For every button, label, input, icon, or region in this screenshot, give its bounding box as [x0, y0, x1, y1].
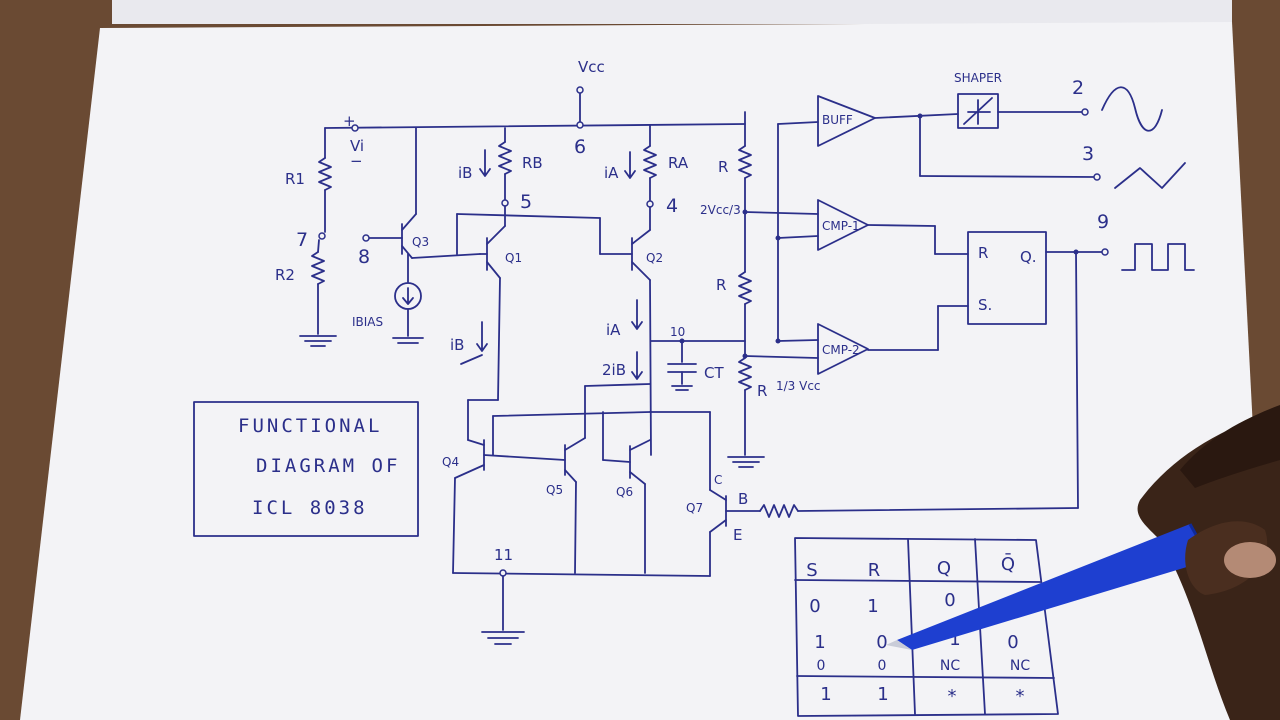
ib-mid-label: iB [450, 336, 464, 354]
collector-label: C [714, 473, 722, 487]
tt-r4-s: 1 [820, 684, 831, 705]
current-mirror [452, 383, 711, 645]
tt-r1-r: 1 [867, 596, 878, 617]
vi-label: Vi [350, 137, 364, 155]
pin-8-label: 8 [358, 246, 370, 268]
ra-label: RA [668, 154, 689, 172]
r-bot-label: R [757, 382, 767, 400]
square-wave-icon [1121, 243, 1195, 271]
cmp2-label: CMP-2 [822, 343, 860, 357]
ia-top-arrow [624, 151, 636, 179]
tt-r3-s: 0 [817, 658, 826, 674]
title-box [193, 401, 419, 537]
tt-header-qbar: Q̄ [1001, 553, 1015, 575]
q7-label: Q7 [686, 501, 703, 515]
vcc-rail [324, 86, 746, 132]
tt-r2-qbar: 0 [1007, 632, 1018, 653]
truth-table [794, 537, 1059, 717]
ra-q2-branch [599, 124, 657, 456]
tt-r4-q: * [948, 686, 957, 707]
tt-header-q: Q [937, 558, 951, 579]
pin-4-label: 4 [666, 195, 678, 217]
tt-r4-r: 1 [877, 684, 888, 705]
ib-top-arrow [479, 149, 491, 177]
tt-r3-r: 0 [878, 658, 887, 674]
pin-11-label: 11 [494, 546, 513, 564]
q6-label: Q6 [616, 485, 633, 499]
q5-label: Q5 [546, 483, 563, 497]
r2-label: R2 [275, 266, 295, 284]
pin-5-label: 5 [520, 191, 532, 213]
comparator-1 [817, 199, 969, 255]
hand-with-pen [886, 405, 1280, 720]
tt-r4-qbar: * [1016, 686, 1025, 707]
r1-label: R1 [285, 170, 305, 188]
tt-r3-q: NC [940, 658, 960, 674]
ib-top-label: iB [458, 164, 472, 182]
title-line-3: ICL 8038 [252, 497, 368, 519]
q4-label: Q4 [442, 455, 459, 469]
cmp1-label: CMP-1 [822, 219, 860, 233]
two-ib-label: 2iB [602, 361, 626, 379]
ibias-label: IBIAS [352, 315, 383, 329]
q7-transistor [649, 251, 1079, 577]
ia-top-label: iA [604, 164, 619, 182]
rb-q1-branch [456, 127, 601, 401]
ff-q-label: Q. [1020, 248, 1037, 266]
pin-7-label: 7 [296, 229, 308, 251]
r-top-label: R [718, 158, 728, 176]
vcc-label: Vcc [578, 58, 605, 76]
q3-label: Q3 [412, 235, 429, 249]
ib-mid-arrow [476, 321, 488, 352]
two-third-vcc-label: 2Vcc/3 [700, 203, 741, 217]
q2-label: Q2 [646, 251, 663, 265]
paper-sheet [20, 22, 1268, 720]
previous-page-edge [112, 0, 1232, 24]
vi-minus-label: − [350, 152, 363, 170]
pin-2-label: 2 [1072, 77, 1084, 99]
resistor-ladder [727, 111, 819, 468]
tt-r3-qbar: NC [1010, 658, 1030, 674]
q3-transistor [362, 127, 481, 344]
ia-mid-arrow [631, 299, 643, 330]
ff-r-label: R [978, 244, 988, 262]
tt-header-r: R [868, 560, 881, 581]
one-third-vcc-label: 1/3 Vcc [776, 379, 821, 393]
timing-capacitor [650, 338, 746, 391]
r-mid-label: R [716, 276, 726, 294]
buff-label: BUFF [822, 113, 853, 127]
shaper-label: SHAPER [954, 71, 1002, 85]
tt-r2-r: 0 [876, 632, 887, 653]
ff-s-label: S. [978, 296, 992, 314]
tt-r2-s: 1 [814, 632, 825, 653]
tt-r1-s: 0 [809, 596, 820, 617]
sine-wave-icon [1101, 86, 1163, 132]
triangle-wave-icon [1114, 162, 1186, 189]
pin-10-label: 10 [670, 325, 685, 339]
rb-label: RB [522, 154, 543, 172]
tt-r1-q: 0 [944, 590, 955, 611]
comparator-inputs [775, 121, 819, 344]
pin-6-label: 6 [574, 136, 586, 158]
emitter-label: E [733, 526, 742, 544]
q1-label: Q1 [505, 251, 522, 265]
pin-9-label: 9 [1097, 211, 1109, 233]
comparator-2 [817, 305, 969, 375]
vi-plus-label: + [343, 112, 356, 130]
title-line-1: FUNCTIONAL [238, 415, 382, 437]
title-line-2: DIAGRAM OF [256, 455, 400, 477]
pin-3-label: 3 [1082, 143, 1094, 165]
base-label: B [738, 490, 748, 508]
shaper-block [957, 93, 1089, 129]
ct-label: CT [704, 364, 724, 382]
buffer-block [817, 95, 1101, 181]
r1-r2-divider [299, 127, 337, 347]
flip-flop [967, 231, 1109, 325]
ia-mid-label: iA [606, 321, 621, 339]
two-ib-arrow [631, 351, 643, 380]
tt-header-s: S [806, 560, 817, 581]
tt-r2-q: 1 [949, 629, 960, 650]
